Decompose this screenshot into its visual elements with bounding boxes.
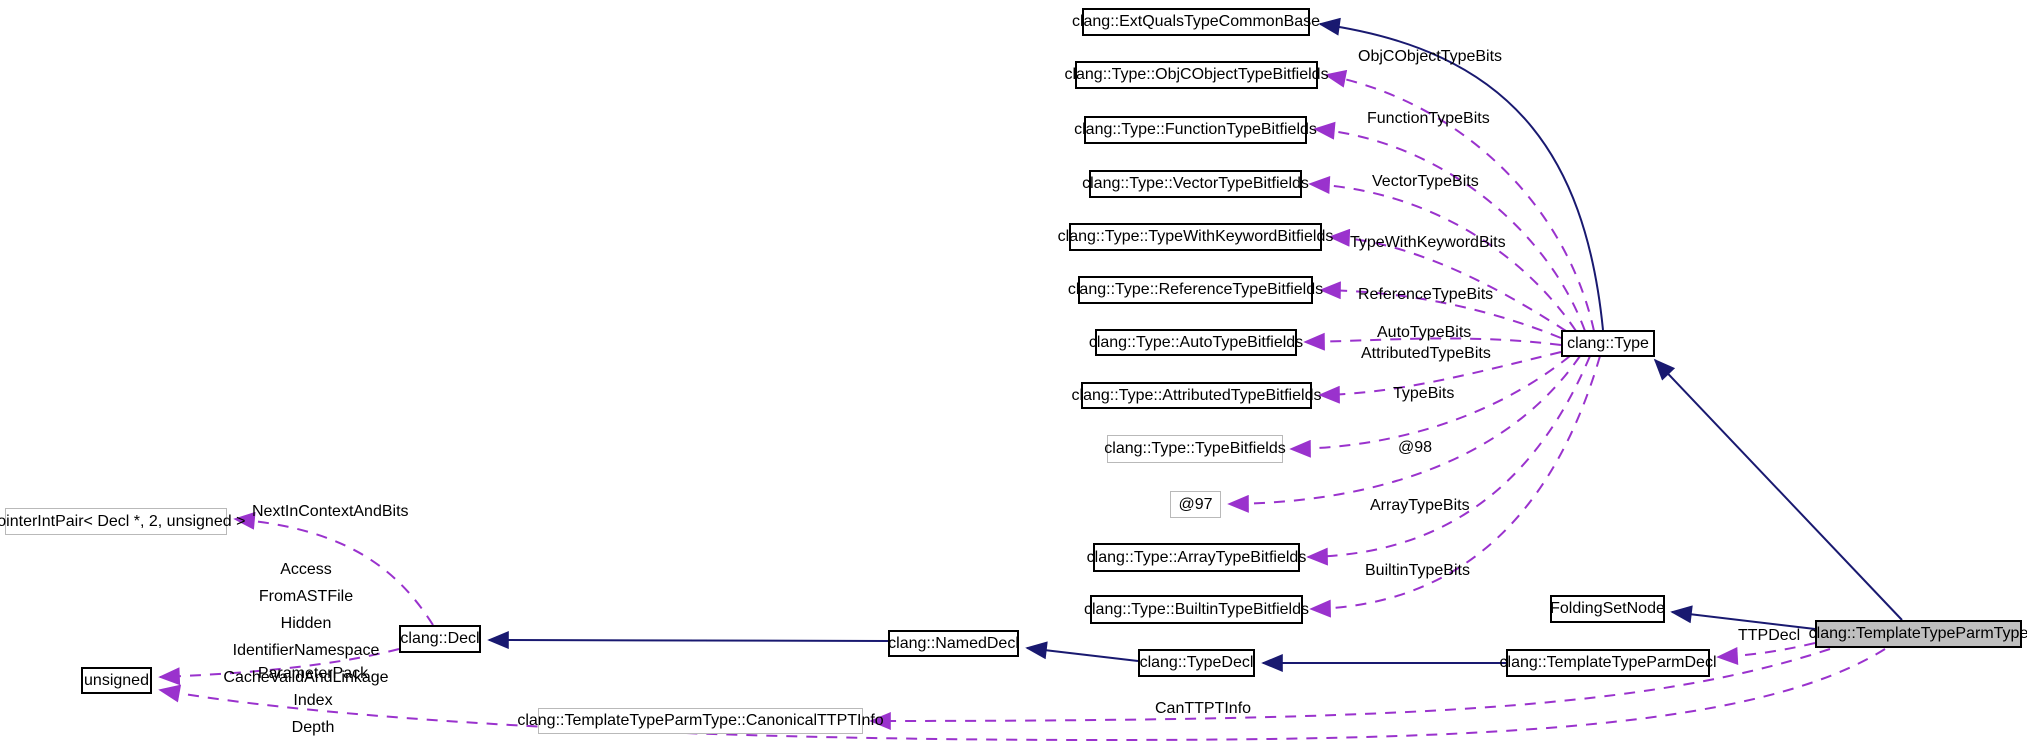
edge-label-autotypebits: AutoTypeBits — [1377, 324, 1472, 341]
edge-label-objcobjecttypebits: ObjCObjectTypeBits — [1358, 48, 1503, 65]
edge-label-functiontypebits: FunctionTypeBits — [1367, 110, 1490, 127]
node-clang-type[interactable]: clang::Type — [1561, 330, 1655, 357]
edge-label-attributedtypebits: AttributedTypeBits — [1361, 345, 1491, 362]
edge-label-at98: @98 — [1398, 439, 1433, 456]
edge-label-ttpt-bitfields: ParameterPack Index Depth — [257, 665, 369, 736]
node-typewithkeywordbitfields[interactable]: clang::Type::TypeWithKeywordBitfields — [1058, 223, 1333, 251]
edge-label-canttptinfo: CanTTPTInfo — [1155, 700, 1252, 717]
edge-type-to-extquals — [1318, 17, 1604, 331]
edge-type-to-attributedbits — [1318, 351, 1562, 404]
node-attributedtypebitfields[interactable]: clang::Type::AttributedTypeBitfields — [1072, 382, 1321, 409]
edge-nameddecl-to-decl — [487, 631, 889, 650]
node-nameddecl[interactable]: clang::NamedDecl — [888, 630, 1019, 657]
node-functiontypebitfields[interactable]: clang::Type::FunctionTypeBitfields — [1074, 116, 1317, 144]
node-arraytypebitfields[interactable]: clang::Type::ArrayTypeBitfields — [1087, 543, 1306, 572]
edge-label-typewithkeywordbits: TypeWithKeywordBits — [1350, 234, 1506, 251]
edge-decl-to-pointerintpair — [233, 511, 434, 626]
edge-type-to-typebitfields — [1289, 355, 1571, 458]
edge-label-typebits: TypeBits — [1393, 385, 1455, 402]
node-builtintypebitfields[interactable]: clang::Type::BuiltinTypeBitfields — [1084, 595, 1309, 624]
edge-type-to-referencebits — [1319, 281, 1562, 339]
edge-typedecl-to-nameddecl — [1025, 641, 1139, 662]
edge-label-vectortypebits: VectorTypeBits — [1372, 173, 1479, 190]
edge-type-to-autobits — [1303, 332, 1562, 351]
node-canonicalttptinfo[interactable]: clang::TemplateTypeParmType::CanonicalTT… — [517, 708, 884, 734]
edge-decl-to-unsigned — [158, 648, 400, 686]
edge-type-to-typewithkeywordbits — [1328, 228, 1567, 332]
edge-label-arraytypebits: ArrayTypeBits — [1370, 497, 1470, 514]
node-templatetypeparmtype[interactable]: clang::TemplateTypeParmType — [1809, 620, 2027, 648]
edge-main-to-foldingsetnode — [1670, 605, 1816, 630]
node-autotypebitfields[interactable]: clang::Type::AutoTypeBitfields — [1089, 329, 1303, 356]
edge-main-to-type — [1653, 358, 1903, 621]
node-decl[interactable]: clang::Decl — [399, 625, 481, 653]
edge-type-to-arraybits — [1306, 355, 1591, 566]
edge-label-builtintypebits: BuiltinTypeBits — [1365, 562, 1470, 579]
node-vectortypebitfields[interactable]: clang::Type::VectorTypeBitfields — [1082, 170, 1309, 198]
edge-label-ttpdecl: TTPDecl — [1738, 627, 1801, 644]
node-extqualstypecommonbase[interactable]: clang::ExtQualsTypeCommonBase — [1072, 8, 1320, 36]
node-typedecl[interactable]: clang::TypeDecl — [1138, 649, 1255, 677]
node-referencetypebitfields[interactable]: clang::Type::ReferenceTypeBitfields — [1068, 276, 1323, 304]
node-typebitfields[interactable]: clang::Type::TypeBitfields — [1104, 435, 1286, 463]
edge-label-referencetypebits: ReferenceTypeBits — [1358, 286, 1494, 303]
edge-main-to-canttptinfo — [869, 648, 1831, 730]
node-unsigned[interactable]: unsigned — [81, 667, 152, 694]
edge-main-to-ttpdecl — [1716, 642, 1816, 665]
edge-label-decl-bitfields: Access FromASTFile Hidden IdentifierName… — [223, 561, 389, 686]
edge-main-to-unsigned — [158, 648, 1886, 742]
node-objcobjecttypebitfields[interactable]: clang::Type::ObjCObjectTypeBitfields — [1064, 61, 1329, 89]
node-at97[interactable]: @97 — [1170, 491, 1221, 518]
node-foldingsetnode[interactable]: FoldingSetNode — [1550, 595, 1665, 623]
node-pointerintpair[interactable]: PointerIntPair< Decl *, 2, unsigned > — [0, 508, 245, 535]
edge-type-to-vectorbits — [1308, 176, 1577, 332]
edge-type-to-builtinbits — [1309, 355, 1601, 618]
edge-type-to-functionbits — [1313, 121, 1586, 332]
node-templatetypeparmdecl[interactable]: clang::TemplateTypeParmDecl — [1500, 649, 1717, 677]
edge-label-nextincontextandbits: NextInContextAndBits — [252, 503, 409, 520]
edge-type-to-at97 — [1227, 355, 1581, 513]
